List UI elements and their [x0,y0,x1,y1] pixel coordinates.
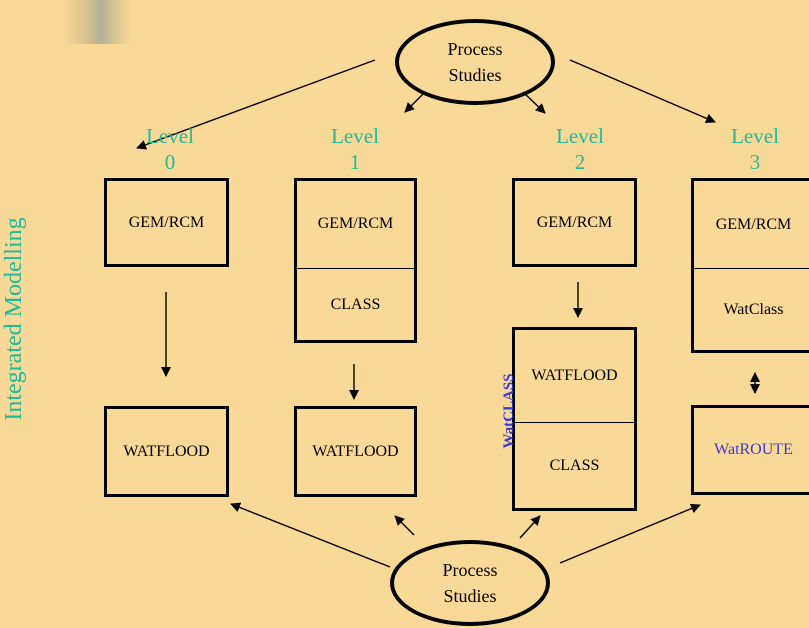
box-label: WatROUTE [714,441,793,458]
oval-text-line2: Studies [443,586,497,606]
box-upper-label: GEM/RCM [317,214,394,232]
level-3-label: Level 3 [720,123,790,175]
box-divider [297,268,414,269]
arrow-top-to-level3 [569,59,716,124]
level-1-label: Level 1 [320,123,390,175]
level-2-label: Level 2 [545,123,615,175]
oval-text-line1: Process [442,560,498,580]
box-lower-label: WatClass [723,301,784,318]
arrow-bottom-to-level0 [230,502,391,568]
level2-gem-rcm-box: GEM/RCM [512,178,637,267]
level1-watflood-box: WATFLOOD [294,406,417,497]
box-label: GEM/RCM [536,213,613,231]
box-lower-label: CLASS [549,457,600,474]
process-studies-bottom-oval: Process Studies [390,540,550,626]
box-label: WATFLOOD [123,442,210,460]
level-word: Level [331,124,379,148]
level-number: 1 [349,150,361,174]
arrow-top-to-level0 [136,59,376,150]
level2-watflood-class-box: WATFLOOD CLASS [512,327,637,511]
oval-text-line1: Process [447,39,503,59]
level-number: 2 [574,150,586,174]
level-number: 0 [164,150,176,174]
level-number: 3 [749,150,761,174]
arrow-bottom-to-level2 [519,515,541,539]
level-word: Level [556,124,604,148]
level0-gem-rcm-box: GEM/RCM [104,178,229,267]
arrow-top-to-level2 [522,91,546,114]
box-upper-label: WATFLOOD [531,367,618,384]
watclass-side-label: WatCLASS [501,373,517,449]
box-lower-label: CLASS [330,296,381,313]
level1-gem-rcm-class-box: GEM/RCM CLASS [294,178,417,343]
level-word: Level [731,124,779,148]
box-divider [694,268,809,269]
level-0-label: Level 0 [135,123,205,175]
side-title: Integrated Modelling [1,217,27,421]
level3-watroute-box: WatROUTE [691,405,809,495]
arrow-bottom-to-level3 [559,503,701,564]
oval-text-line2: Studies [448,65,502,85]
level3-gem-rcm-watclass-box: GEM/RCM WatClass [691,178,809,353]
corner-logo-image [66,0,130,44]
process-studies-top-oval: Process Studies [395,19,555,105]
arrow-bottom-to-level1 [394,515,415,536]
box-divider [515,422,634,423]
arrow-top-to-level1 [404,91,426,113]
level-word: Level [146,124,194,148]
level0-watflood-box: WATFLOOD [104,406,229,497]
box-label: GEM/RCM [128,213,205,231]
box-upper-label: GEM/RCM [715,215,792,233]
box-label: WATFLOOD [312,442,399,460]
